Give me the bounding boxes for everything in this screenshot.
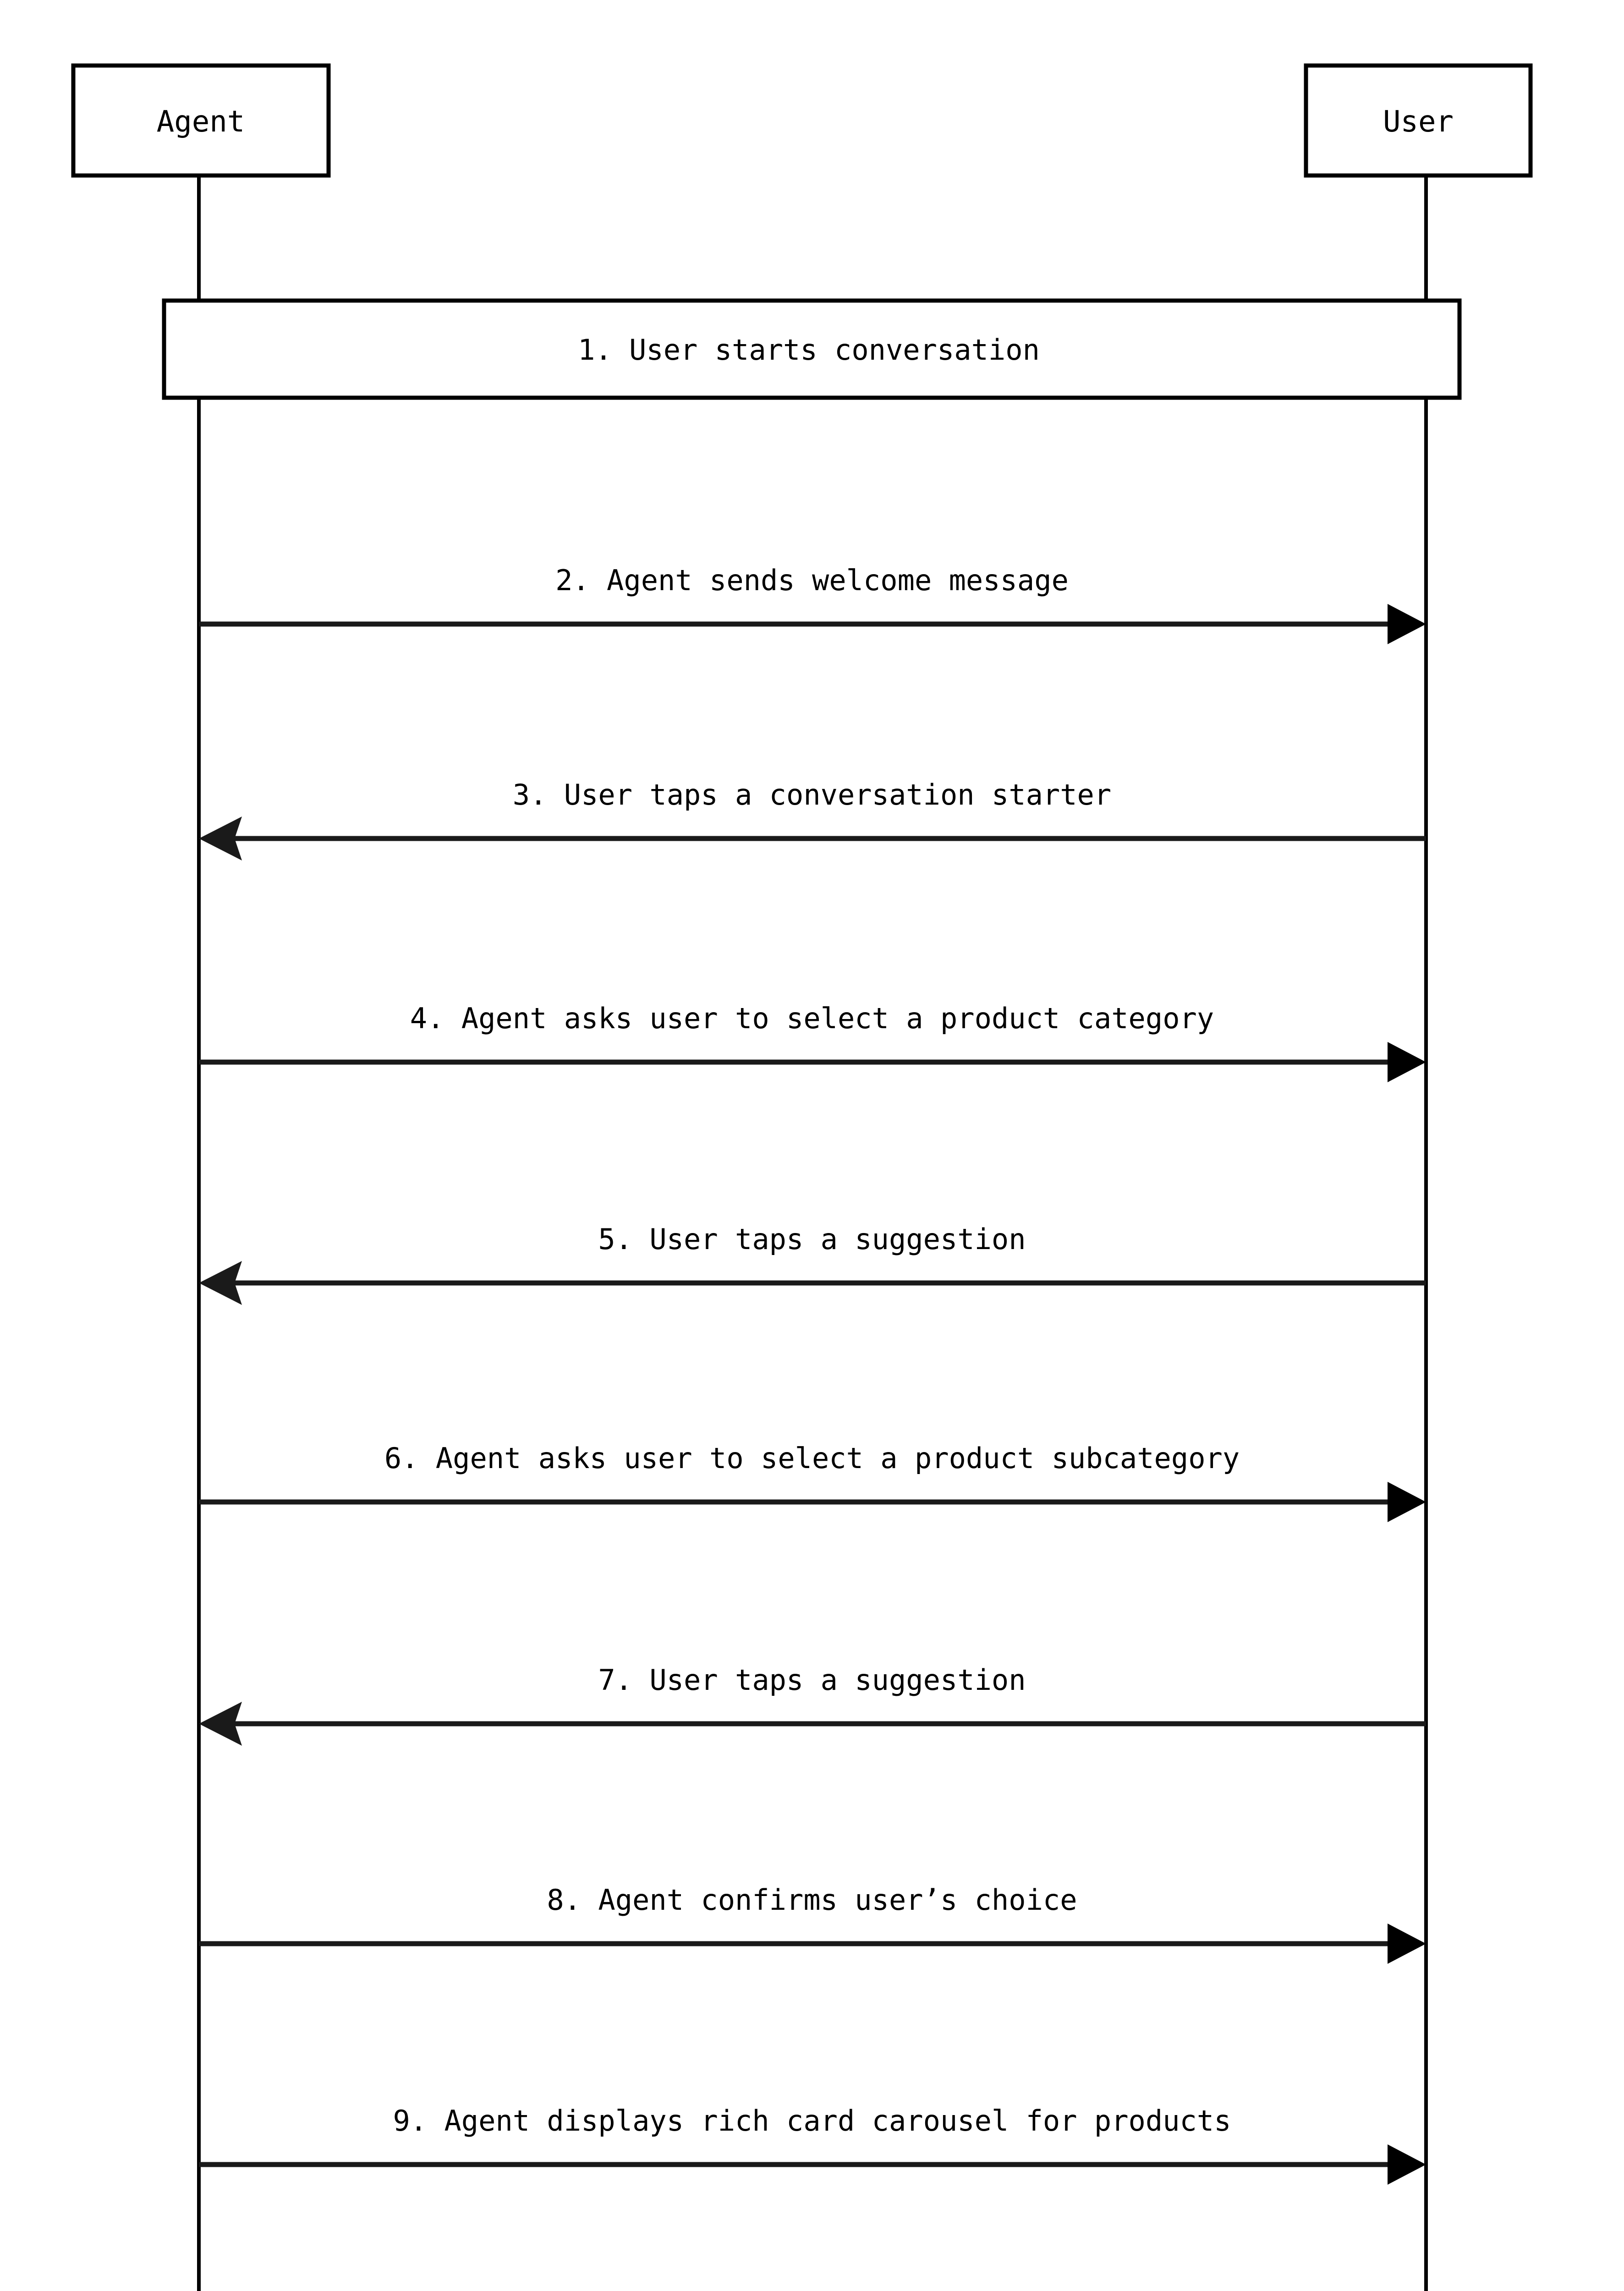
message-label-6: 6. Agent asks user to select a product s… bbox=[384, 1441, 1240, 1475]
message-label-3: 3. User taps a conversation starter bbox=[513, 778, 1111, 811]
message-4[interactable]: 4. Agent asks user to select a product c… bbox=[199, 1002, 1426, 1082]
message-label-2: 2. Agent sends welcome message bbox=[555, 564, 1069, 597]
participant-header-agent[interactable]: Agent bbox=[71, 63, 331, 178]
arrowhead-left-icon-5 bbox=[199, 1261, 242, 1305]
message-5[interactable]: 5. User taps a suggestion bbox=[199, 1222, 1426, 1305]
message-label-5: 5. User taps a suggestion bbox=[598, 1222, 1026, 1256]
message-3[interactable]: 3. User taps a conversation starter bbox=[199, 778, 1426, 860]
arrowhead-right-icon-2 bbox=[1388, 604, 1426, 644]
participant-box-user-top[interactable] bbox=[1304, 63, 1533, 178]
message-label-8: 8. Agent confirms user’s choice bbox=[547, 1883, 1077, 1917]
message-label-4: 4. Agent asks user to select a product c… bbox=[410, 1002, 1214, 1035]
participant-label-agent-top: Agent bbox=[157, 105, 245, 139]
lifelines-layer bbox=[197, 175, 1428, 2291]
note-step-1[interactable]: 1. User starts conversation bbox=[162, 298, 1462, 400]
message-9[interactable]: 9. Agent displays rich card carousel for… bbox=[199, 2104, 1426, 2185]
participant-header-user[interactable]: User bbox=[1304, 63, 1533, 178]
message-6[interactable]: 6. Agent asks user to select a product s… bbox=[199, 1441, 1426, 1522]
arrowhead-left-icon-3 bbox=[199, 817, 242, 860]
participant-box-agent-top[interactable] bbox=[71, 63, 331, 178]
note-label-1: 1. User starts conversation bbox=[578, 333, 1040, 367]
arrowhead-right-icon-4 bbox=[1388, 1042, 1426, 1082]
participant-label-user-top: User bbox=[1383, 105, 1454, 139]
message-2[interactable]: 2. Agent sends welcome message bbox=[199, 564, 1426, 644]
arrowhead-right-icon-8 bbox=[1388, 1924, 1426, 1964]
arrowhead-right-icon-9 bbox=[1388, 2144, 1426, 2185]
message-7[interactable]: 7. User taps a suggestion bbox=[199, 1663, 1426, 1746]
message-8[interactable]: 8. Agent confirms user’s choice bbox=[199, 1883, 1426, 1964]
message-label-9: 9. Agent displays rich card carousel for… bbox=[393, 2104, 1231, 2138]
arrowhead-left-icon-7 bbox=[199, 1702, 242, 1746]
note-box-1[interactable] bbox=[162, 298, 1462, 400]
arrowhead-right-icon-6 bbox=[1388, 1482, 1426, 1522]
message-label-7: 7. User taps a suggestion bbox=[598, 1663, 1026, 1697]
